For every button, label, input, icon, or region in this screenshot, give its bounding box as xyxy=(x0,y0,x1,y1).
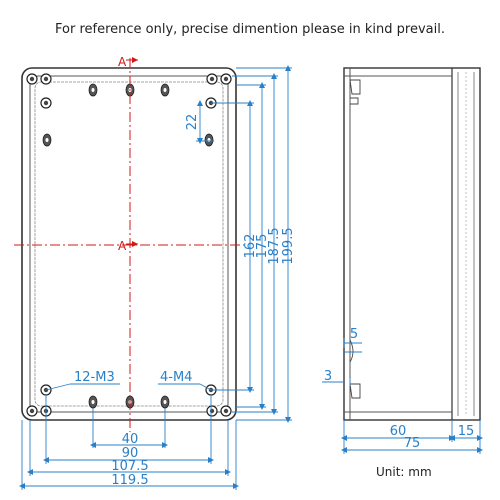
side-notch xyxy=(349,339,354,363)
section-marker-top: A xyxy=(118,55,127,69)
lug-top-1 xyxy=(88,83,98,97)
front-horizontal-dim-labels: 40 90 107.5 119.5 xyxy=(111,432,148,488)
front-inner-outline xyxy=(29,75,229,413)
callout-12-m3: 12-M3 xyxy=(74,370,115,385)
side-view xyxy=(343,67,481,421)
side-lug-bottom xyxy=(349,383,361,399)
lug-side-left xyxy=(42,133,52,147)
lug-top-3 xyxy=(160,83,170,97)
lug-bottom-1 xyxy=(88,395,98,409)
dim-label-175: 175 xyxy=(255,234,270,259)
section-arrowhead-bottom xyxy=(132,241,138,247)
leader-m4 xyxy=(199,383,212,391)
dim-label-199-5: 199.5 xyxy=(281,227,296,264)
dim-label-40: 40 xyxy=(122,432,139,447)
side-outer-outline xyxy=(343,67,481,421)
dim-label-162: 162 xyxy=(243,234,258,259)
side-lug-top xyxy=(349,79,361,95)
front-view: A A xyxy=(14,55,244,432)
dim-label-107-5: 107.5 xyxy=(111,459,148,474)
dim-label-90: 90 xyxy=(122,446,139,461)
unit-note: Unit: mm xyxy=(376,465,432,479)
lug-bottom-3 xyxy=(160,395,170,409)
section-marker-bottom: A xyxy=(118,239,127,253)
dim-label-22: 22 xyxy=(185,114,200,131)
mounting-hole-top-left xyxy=(40,97,52,109)
dim-label-side-3: 3 xyxy=(324,369,332,384)
dim-label-187-5: 187.5 xyxy=(267,227,282,264)
leader-m3 xyxy=(45,383,71,391)
hole-callouts: 12-M3 4-M4 xyxy=(45,370,212,391)
lug-side-right xyxy=(204,133,214,147)
reference-note: For reference only, precise dimention pl… xyxy=(55,22,445,37)
dim-label-side-60: 60 xyxy=(390,424,407,439)
dim-label-side-15: 15 xyxy=(458,424,475,439)
side-dimensions xyxy=(322,338,483,454)
side-dim-labels: 60 15 75 5 3 xyxy=(324,327,474,451)
section-arrowhead-top xyxy=(132,57,138,63)
front-vertical-dimensions xyxy=(196,65,292,423)
dim-label-side-75: 75 xyxy=(404,436,421,451)
front-vertical-dim-labels: 162 175 187.5 199.5 22 xyxy=(185,114,296,265)
front-horizontal-dimensions xyxy=(19,396,239,490)
side-clip-top xyxy=(350,97,359,105)
dim-label-side-5: 5 xyxy=(350,327,358,342)
callout-4-m4: 4-M4 xyxy=(160,370,192,385)
dim-label-119-5: 119.5 xyxy=(111,473,148,488)
